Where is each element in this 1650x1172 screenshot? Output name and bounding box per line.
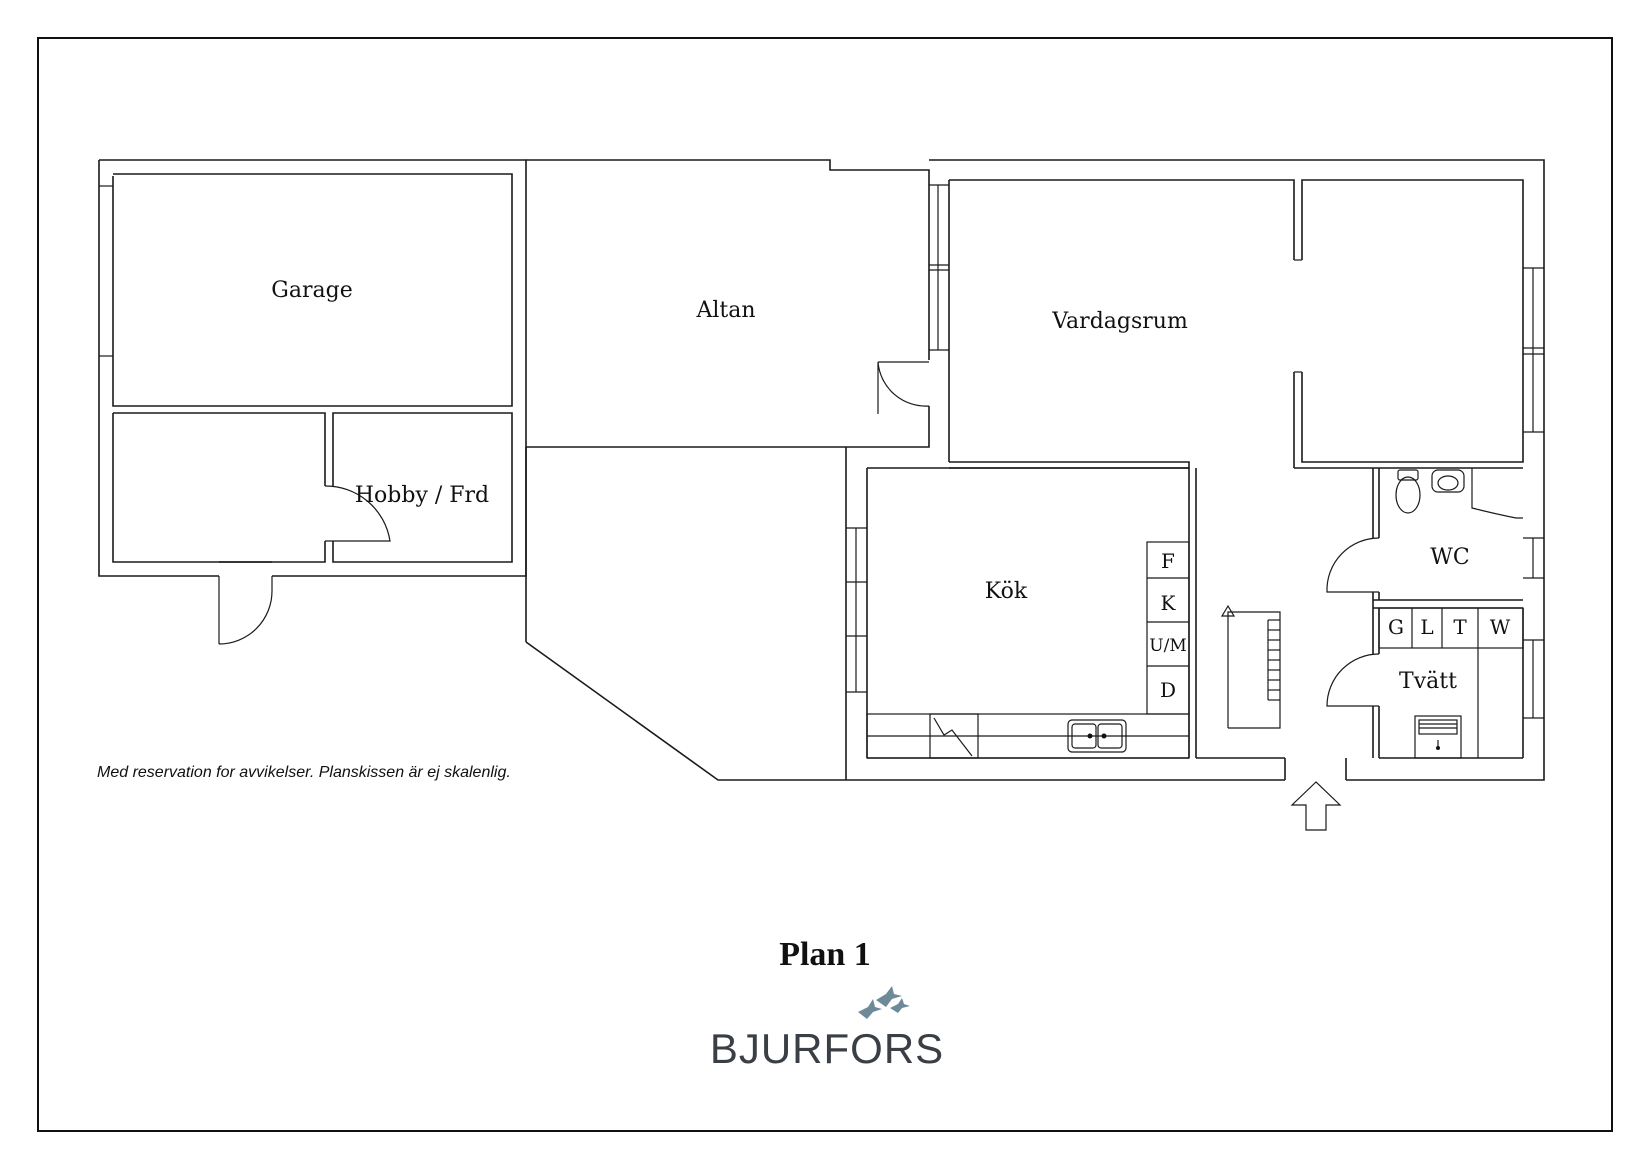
- laundry-appliance-l: L: [1420, 615, 1433, 639]
- laundry-appliance-w: W: [1490, 615, 1511, 639]
- kitchen-appliance-k: K: [1161, 591, 1177, 615]
- laundry-appliance-t: T: [1453, 615, 1467, 639]
- brand-birds-icon: [858, 986, 910, 1019]
- room-label-wc: WC: [1430, 545, 1469, 570]
- laundry-appliance-row: [1378, 607, 1524, 649]
- kitchen-appliance-column: [1146, 541, 1190, 715]
- brand-logo: BJURFORS: [710, 1025, 944, 1072]
- room-label-tvatt: Tvätt: [1399, 669, 1457, 694]
- laundry-appliance-g: G: [1388, 615, 1404, 639]
- garage-block: [98, 159, 527, 645]
- disclaimer-text: Med reservation for avvikelser. Planskis…: [97, 764, 511, 781]
- kitchen-appliance-d: D: [1160, 678, 1176, 702]
- house-block: [846, 159, 1545, 781]
- room-label-vardagsrum: Vardagsrum: [1051, 309, 1188, 334]
- page-border: [37, 37, 1613, 1132]
- plan-title: Plan 1: [779, 936, 871, 973]
- kitchen-appliance-um: U/M: [1149, 636, 1186, 656]
- entrance-arrow-icon: [1290, 781, 1342, 831]
- room-label-kok: Kök: [985, 579, 1028, 604]
- room-label-altan: Altan: [695, 298, 755, 323]
- kitchen-appliance-f: F: [1161, 549, 1175, 573]
- room-label-hobby: Hobby / Frd: [355, 483, 489, 508]
- room-label-garage: Garage: [271, 278, 352, 303]
- stair-treads: [1267, 619, 1280, 701]
- altan-block: [525, 159, 930, 781]
